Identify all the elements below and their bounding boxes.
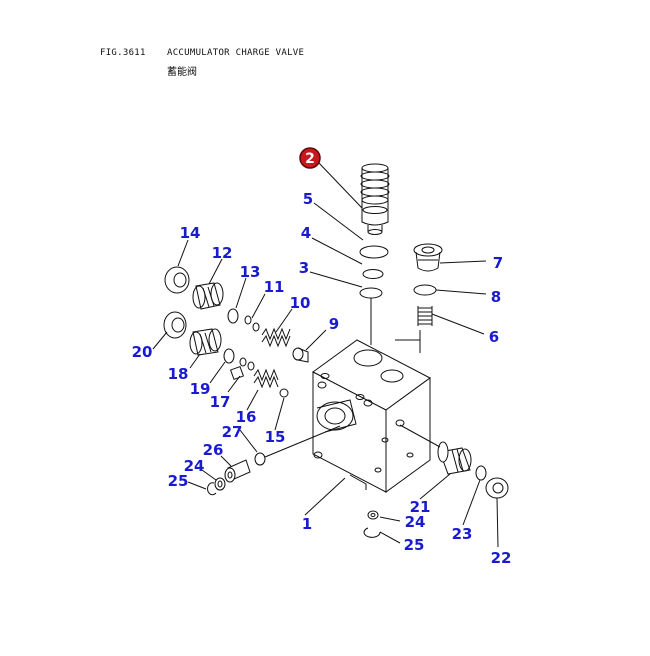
callout-label-16: 16 — [236, 408, 257, 426]
spring-16 — [253, 368, 279, 389]
clip-25-left — [207, 482, 217, 496]
callout-label-13: 13 — [240, 263, 261, 281]
cap-20 — [163, 311, 187, 339]
ring-24-left — [214, 477, 226, 491]
callout-label-21: 21 — [410, 498, 431, 516]
callout-label-26: 26 — [203, 441, 224, 459]
o-ring-19 — [223, 348, 235, 364]
cap-14 — [164, 266, 190, 294]
plug-26 — [224, 459, 251, 483]
ball-15 — [279, 388, 289, 398]
o-ring-23 — [475, 465, 487, 481]
callout-label-11: 11 — [264, 278, 285, 296]
callout-label-25: 25 — [168, 472, 189, 490]
callout-label-8: 8 — [491, 288, 501, 306]
callout-label-22: 22 — [491, 549, 512, 567]
diagram-title: ACCUMULATOR CHARGE VALVE — [167, 48, 305, 58]
callout-label-19: 19 — [190, 380, 211, 398]
leader-lines — [152, 161, 499, 548]
cap-22 — [485, 477, 509, 499]
callout-label-3: 3 — [299, 259, 309, 277]
callout-label-14: 14 — [180, 224, 201, 242]
callout-label-24: 24 — [184, 457, 205, 475]
part-11 — [244, 315, 260, 332]
o-ring-8 — [413, 284, 437, 296]
callout-label-9: 9 — [329, 315, 339, 333]
valve-body — [312, 339, 431, 493]
callout-label-10: 10 — [290, 294, 311, 312]
diagram-subtitle: 蓄能阀 — [167, 67, 197, 78]
spring-10 — [261, 327, 291, 348]
relief-valve-21 — [437, 441, 472, 475]
callout-label-7: 7 — [493, 254, 503, 272]
callout-label-24: 24 — [405, 513, 426, 531]
callout-label-12: 12 — [212, 244, 233, 262]
o-ring-13 — [227, 308, 239, 324]
callout-label-20: 20 — [132, 343, 153, 361]
o-ring-3a — [362, 269, 384, 279]
callout-label-15: 15 — [265, 428, 286, 446]
callout-label-6: 6 — [489, 328, 499, 346]
sleeve-12 — [192, 282, 224, 310]
callout-label-4: 4 — [301, 224, 311, 242]
valve-cartridge — [360, 163, 390, 235]
o-ring-27 — [254, 452, 266, 466]
ring-24-bottom — [367, 510, 379, 520]
plug-9 — [292, 347, 309, 363]
sleeve-18 — [189, 328, 222, 356]
callout-label-18: 18 — [168, 365, 189, 383]
callout-label-17: 17 — [210, 393, 231, 411]
backup-ring-3 — [359, 287, 383, 299]
spring-6 — [417, 306, 433, 326]
callout-label-2: 2 — [305, 151, 315, 167]
callout-label-25: 25 — [404, 536, 425, 554]
plug-7 — [413, 243, 443, 272]
clip-25-bottom — [363, 527, 381, 538]
callout-label-23: 23 — [452, 525, 473, 543]
callout-label-27: 27 — [222, 423, 243, 441]
callout-label-5: 5 — [303, 190, 313, 208]
o-ring-4 — [359, 245, 389, 259]
figure-number: FIG.3611 — [100, 48, 146, 58]
part-17 — [229, 357, 255, 381]
callout-label-1: 1 — [302, 515, 312, 533]
highlight-badge — [299, 147, 321, 169]
